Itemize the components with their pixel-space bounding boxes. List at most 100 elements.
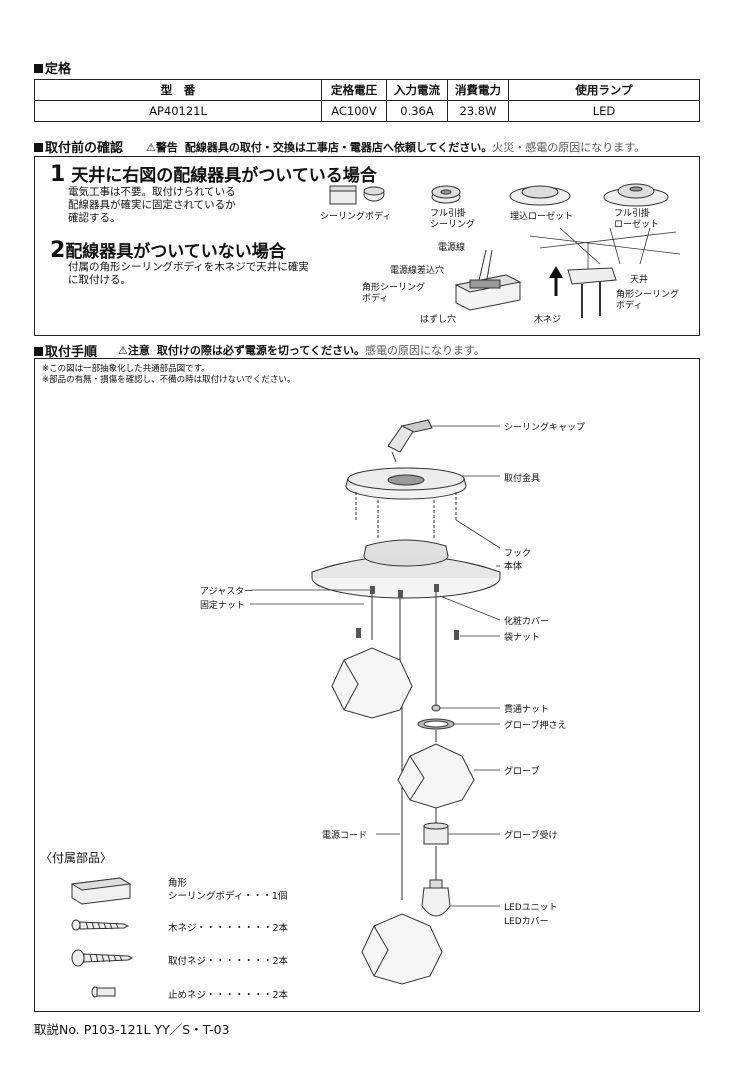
spec-header-current: 入力電流: [386, 79, 448, 101]
square-bullet-icon: [34, 143, 43, 152]
screw-guides: [355, 492, 457, 540]
ceiling-body-icon: [329, 185, 385, 205]
caution-line: ⚠注意 取付けの際は必ず電源を切ってください。感電の原因になります。: [118, 342, 485, 358]
full-hook-ceiling-icon: [431, 185, 461, 204]
square-bullet-icon: [34, 64, 43, 73]
case2-title: 配線器具がついていない場合: [65, 242, 286, 262]
led-unit-figure: [421, 879, 451, 917]
label-ceiling-cap: シーリングキャップ: [504, 423, 586, 433]
procedure-notes: ※この図は一部抽象化した共通部品図です。 ※部品の有無・損傷を確認し、不備の時は…: [42, 364, 295, 386]
fixture-label-embedded-rosette: 埋込ローゼット: [510, 212, 574, 222]
fixture-label-ceiling-body: シーリングボディ: [320, 212, 392, 222]
warning-line: ⚠警告 配線器具の取付・交換は工事店・電器店へ依頼してください。火災・感電の原因…: [146, 139, 645, 155]
case1-line: 確認する。: [68, 212, 121, 224]
label-square-body-2: 角形シーリング ボディ: [616, 290, 680, 311]
procedure-section-title: 取付手順: [34, 341, 97, 360]
caution-label: 注意: [127, 344, 150, 357]
label-led-unit: LEDユニット: [504, 903, 558, 913]
embedded-rosette-icon: [509, 185, 571, 206]
spec-table: 型 番 定格電圧 入力電流 消費電力 使用ランプ AP40121L AC100V…: [34, 79, 700, 122]
check-box: [34, 156, 700, 336]
case1-line: 配線器具が確実に固定されているか: [68, 199, 236, 211]
label-main-body: 本体: [504, 562, 523, 572]
label-hazushi-hole: はずし穴: [420, 315, 457, 325]
globe-receiver-figure: [423, 822, 449, 845]
fixture-label-full-hook-rosette: フル引掛 ローゼット: [614, 209, 660, 230]
globe-shade-1: [331, 647, 413, 719]
label-power-line: 電源線: [438, 243, 466, 253]
pendant-cords: [371, 590, 437, 900]
leader-lines: [250, 425, 501, 907]
label-power-hole: 電源線差込穴: [390, 266, 445, 276]
square-ceiling-body-figure: [454, 274, 522, 311]
label-hook: フック: [504, 549, 532, 559]
adjuster-nuts: [356, 584, 459, 640]
label-bag-nut: 袋ナット: [504, 633, 541, 643]
document-number: 取説No. P103-121L YY／S・T-03: [34, 1022, 230, 1037]
warning-label: 警告: [155, 141, 178, 154]
square-bullet-icon: [34, 347, 43, 356]
accessory-wood-screw: 木ネジ・・・・・・・・2本: [168, 923, 289, 934]
label-ceiling: 天井: [630, 275, 649, 285]
label-globe-receiver: グローブ受け: [504, 831, 558, 841]
fixture-label-full-hook-ceiling: フル引掛 シーリング: [430, 209, 476, 230]
label-through-nut: 貫通ナット: [504, 705, 550, 715]
spec-lamp: LED: [508, 100, 700, 122]
spec-title-text: 定格: [45, 62, 72, 77]
case2-heading: 2配線器具がついていない場合: [50, 237, 286, 263]
case2-line: に取付ける。: [68, 274, 131, 286]
warning-triangle-icon: ⚠: [146, 141, 156, 154]
case2-text: 付属の角形シーリングボディを木ネジで天井に確実 に取付ける。: [68, 261, 309, 287]
procedure-title-text: 取付手順: [45, 345, 98, 360]
caution-text: 取付けの際は必ず電源を切ってください。: [156, 344, 365, 357]
mounting-bracket-figure: [345, 467, 467, 500]
spec-model: AP40121L: [34, 100, 322, 122]
spec-header-voltage: 定格電圧: [321, 79, 387, 101]
caution-tail: 感電の原因になります。: [365, 344, 485, 357]
ceiling-body-figure: [567, 267, 617, 318]
ceiling-cap-figure: [387, 419, 433, 463]
warning-text: 配線器具の取付・交換は工事店・電器店へ依頼してください。: [184, 141, 493, 154]
note-line: ※この図は一部抽象化した共通部品図です。: [42, 364, 210, 374]
accessory-square-body: 角形 シーリングボディ・・・1個: [168, 878, 288, 902]
ceiling-grid-figure: [529, 227, 681, 270]
label-cosmetic-cover: 化粧カバー: [504, 617, 550, 627]
label-fix-nut: 固定ナット: [200, 601, 246, 611]
set-screw-icon: [91, 986, 116, 998]
mounting-screw-icon: [71, 949, 134, 967]
accessory-mounting-screw: 取付ネジ・・・・・・・2本: [168, 956, 289, 967]
label-adjuster: アジャスター: [200, 587, 254, 597]
accessory-set-screw: 止めネジ・・・・・・・2本: [168, 990, 289, 1001]
accessories-title: 〈付属部品〉: [40, 851, 113, 865]
note-line: ※部品の有無・損傷を確認し、不備の時は取付けないでください。: [42, 375, 296, 385]
case2-number: 2: [50, 238, 66, 263]
warning-triangle-icon: ⚠: [118, 344, 128, 357]
spec-value-row: AP40121L AC100V 0.36A 23.8W LED: [34, 100, 700, 122]
spec-header-row: 型 番 定格電圧 入力電流 消費電力 使用ランプ: [34, 79, 700, 101]
spec-current: 0.36A: [386, 100, 448, 122]
procedure-box: [34, 358, 700, 1012]
spec-power: 23.8W: [447, 100, 509, 122]
warning-tail: 火災・感電の原因になります。: [492, 141, 646, 154]
globe-shade-3: [361, 913, 443, 985]
label-square-body: 角形シーリング ボディ: [362, 283, 426, 304]
square-ceiling-body-icon: [70, 877, 132, 905]
label-globe-holder: グローブ押さえ: [504, 721, 567, 731]
spec-header-model: 型 番: [34, 79, 322, 101]
case1-number: 1: [50, 162, 66, 187]
label-globe: グローブ: [504, 767, 540, 777]
check-section-title: 取付前の確認: [34, 137, 123, 156]
case1-title: 天井に右図の配線器具がついている場合: [71, 166, 377, 186]
case2-line: 付属の角形シーリングボディを木ネジで天井に確実: [68, 261, 309, 273]
label-led-cover: LEDカバー: [504, 917, 549, 927]
case1-line: 電気工事は不要。取付けられている: [68, 186, 236, 198]
case1-text: 電気工事は不要。取付けられている 配線器具が確実に固定されているか 確認する。: [68, 186, 236, 225]
spec-section-title: 定格: [34, 58, 71, 77]
wood-screw-icon: [71, 919, 130, 931]
globe-shade-2: [397, 743, 475, 809]
up-arrow-icon: [549, 266, 563, 296]
case1-heading: 1 天井に右図の配線器具がついている場合: [50, 161, 377, 187]
